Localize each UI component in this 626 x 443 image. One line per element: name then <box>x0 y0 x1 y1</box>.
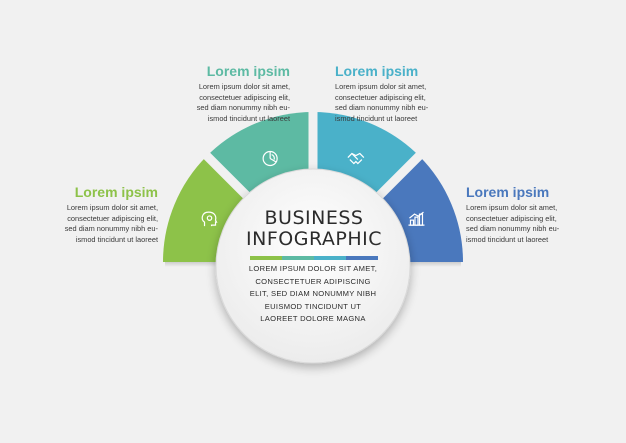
callout-line: consectetuer adipiscing elit, <box>199 92 290 102</box>
callout-segment-1: Lorem ipsim Lorem ipsum dolor sit amet, … <box>40 184 158 245</box>
callout-title: Lorem ipsim <box>335 63 419 79</box>
callout-body: Lorem ipsum dolor sit amet, consectetuer… <box>466 203 590 245</box>
callout-line: Lorem ipsum dolor sit amet, <box>466 203 558 212</box>
pie-chart-icon <box>262 150 278 167</box>
color-bar <box>250 256 378 260</box>
callout-segment-2: Lorem ipsim Lorem ipsum dolor sit amet, … <box>172 63 290 124</box>
callout-body: Lorem ipsum dolor sit amet, consectetuer… <box>172 82 290 124</box>
callout-line: sed diam nonummy nibh eu- <box>335 103 429 113</box>
callout-line: consectetuer adipiscing elit, <box>466 213 557 223</box>
callout-line: Lorem ipsum dolor sit amet, <box>335 82 427 91</box>
segment-icons <box>201 150 425 227</box>
callout-line: ismod tincidunt ut laoreet <box>207 113 290 123</box>
bar-chart-icon <box>408 211 425 226</box>
center-body-line: EUISMOD TINCIDUNT UT <box>264 301 362 311</box>
head-gear-icon <box>201 211 218 227</box>
center-body-line: ELIT, SED DIAM NONUMMY NIBH <box>249 289 377 299</box>
callout-line: consectetuer adipiscing elit, <box>67 213 158 223</box>
center-body-line: LAOREET DOLORE MAGNA <box>260 314 366 324</box>
callout-line: consectetuer adipiscing elit, <box>335 92 426 102</box>
callout-line: ismod tincidunt ut laoreet <box>466 234 549 244</box>
callout-line: ismod tincidunt ut laoreet <box>335 113 418 123</box>
handshake-icon <box>347 152 365 165</box>
color-bar-green <box>250 256 282 260</box>
callout-line: Lorem ipsum dolor sit amet, <box>198 82 290 91</box>
callout-line: sed diam nonummy nibh eu- <box>466 224 560 234</box>
callout-body: Lorem ipsum dolor sit amet, consectetuer… <box>335 82 453 124</box>
callout-title: Lorem ipsim <box>466 184 550 200</box>
center-title-line: INFOGRAPHIC <box>246 228 382 250</box>
callout-segment-3: Lorem ipsim Lorem ipsum dolor sit amet, … <box>335 63 453 124</box>
color-bar-cyan <box>314 256 346 260</box>
callout-line: Lorem ipsum dolor sit amet, <box>66 203 158 212</box>
center-circle <box>215 168 411 364</box>
center-title: BUSINESS INFOGRAPHIC <box>230 208 398 250</box>
color-bar-blue <box>346 256 378 260</box>
callout-line: sed diam nonummy nibh eu- <box>64 224 158 234</box>
callout-line: ismod tincidunt ut laoreet <box>75 234 158 244</box>
center-body-line: CONSECTETUER ADIPISCING <box>255 276 371 286</box>
center-body-line: LOREM IPSUM DOLOR SIT AMET, <box>248 264 378 273</box>
center-body: LOREM IPSUM DOLOR SIT AMET, CONSECTETUER… <box>240 263 386 326</box>
callout-line: sed diam nonummy nibh eu- <box>196 103 290 113</box>
callout-title: Lorem ipsim <box>74 184 158 200</box>
callout-title: Lorem ipsim <box>206 63 290 79</box>
center-title-line: BUSINESS <box>264 207 364 229</box>
callout-segment-4: Lorem ipsim Lorem ipsum dolor sit amet, … <box>466 184 590 245</box>
callout-body: Lorem ipsum dolor sit amet, consectetuer… <box>40 203 158 245</box>
color-bar-teal <box>282 256 314 260</box>
